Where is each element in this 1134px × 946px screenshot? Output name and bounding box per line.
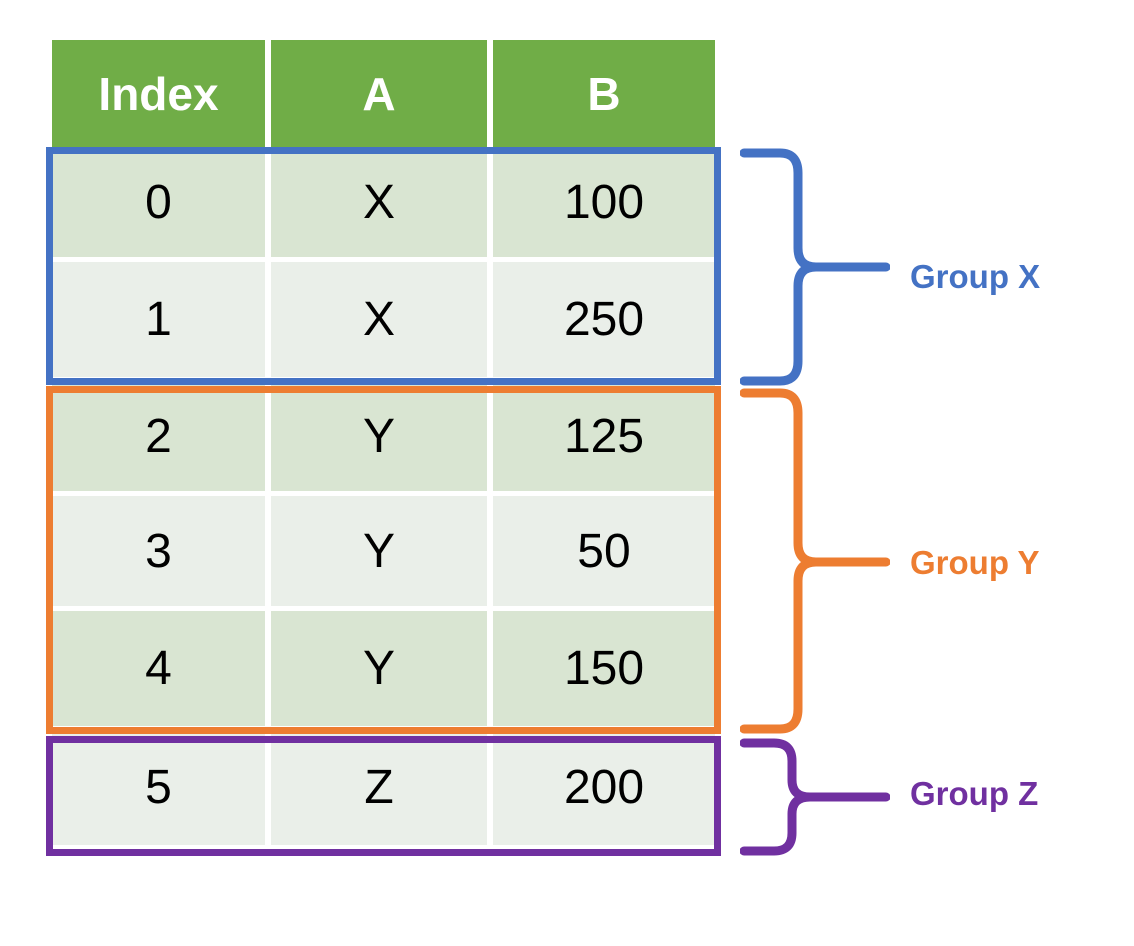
cell-a: Y bbox=[271, 381, 493, 496]
cell-index: 5 bbox=[52, 730, 271, 845]
table-row: 1 X 250 bbox=[52, 262, 715, 377]
cell-index: 0 bbox=[52, 147, 271, 262]
column-header-a: A bbox=[271, 40, 493, 147]
table-row: 0 X 100 bbox=[52, 147, 715, 262]
table-row: 5 Z 200 bbox=[52, 730, 715, 845]
table-row: 2 Y 125 bbox=[52, 381, 715, 496]
cell-index: 3 bbox=[52, 496, 271, 611]
table-row: 4 Y 150 bbox=[52, 611, 715, 726]
cell-b: 125 bbox=[493, 381, 715, 496]
brace-icon-group-z bbox=[740, 738, 890, 856]
cell-index: 1 bbox=[52, 262, 271, 377]
cell-index: 4 bbox=[52, 611, 271, 726]
group-label-z: Group Z bbox=[910, 775, 1039, 812]
cell-a: Y bbox=[271, 496, 493, 611]
column-header-index: Index bbox=[52, 40, 271, 147]
brace-icon-group-x bbox=[740, 148, 890, 388]
group-label-y: Group Y bbox=[910, 544, 1040, 581]
cell-a: Z bbox=[271, 730, 493, 845]
cell-b: 150 bbox=[493, 611, 715, 726]
data-table: Index A B 0 X 100 1 X 250 2 Y 125 3 Y 50… bbox=[52, 40, 715, 845]
table-row: 3 Y 50 bbox=[52, 496, 715, 611]
cell-a: X bbox=[271, 262, 493, 377]
cell-index: 2 bbox=[52, 381, 271, 496]
cell-b: 100 bbox=[493, 147, 715, 262]
brace-icon-group-y bbox=[740, 388, 890, 736]
cell-b: 50 bbox=[493, 496, 715, 611]
column-header-b: B bbox=[493, 40, 715, 147]
cell-b: 200 bbox=[493, 730, 715, 845]
group-label-x: Group X bbox=[910, 258, 1041, 295]
cell-a: Y bbox=[271, 611, 493, 726]
cell-b: 250 bbox=[493, 262, 715, 377]
cell-a: X bbox=[271, 147, 493, 262]
table-header-row: Index A B bbox=[52, 40, 715, 147]
